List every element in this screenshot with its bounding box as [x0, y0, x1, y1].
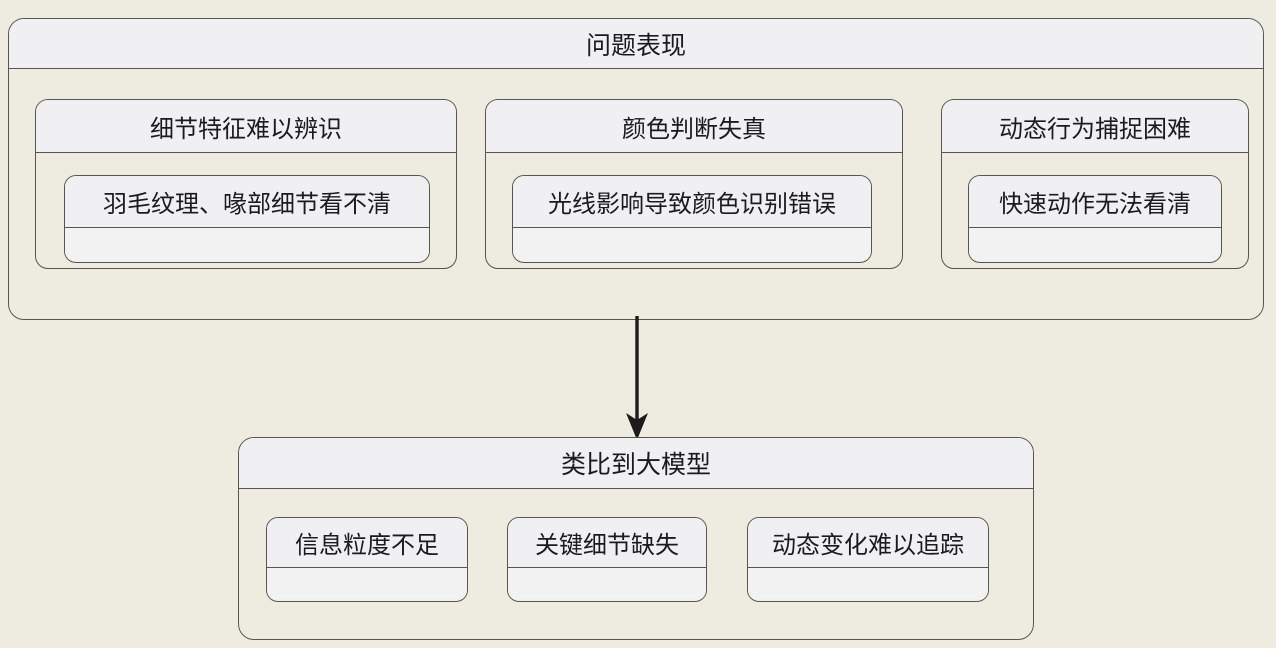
leaf-color-judgement-body: [513, 228, 871, 261]
node-color-judgement[interactable]: 颜色判断失真 光线影响导致颜色识别错误: [485, 99, 903, 269]
leaf-detail-feature[interactable]: 羽毛纹理、喙部细节看不清: [64, 175, 430, 263]
leaf-color-judgement-title: 光线影响导致颜色识别错误: [513, 176, 871, 228]
node-dynamic-behavior-title: 动态行为捕捉困难: [942, 100, 1248, 153]
leaf-dynamic-behavior-body: [969, 228, 1221, 261]
node-detail-feature-body: 羽毛纹理、喙部细节看不清: [36, 153, 456, 266]
leaf-detail-feature-title: 羽毛纹理、喙部细节看不清: [65, 176, 429, 228]
node-dynamic-behavior-body: 快速动作无法看清: [942, 153, 1248, 266]
group-analogy-to-llm-body: 信息粒度不足 关键细节缺失 动态变化难以追踪: [239, 489, 1033, 637]
group-problem-manifestation[interactable]: 问题表现 细节特征难以辨识 羽毛纹理、喙部细节看不清 颜色判断失真 光线影响导致…: [8, 18, 1264, 320]
arrow-down-icon: [626, 316, 648, 440]
group-problem-manifestation-body: 细节特征难以辨识 羽毛纹理、喙部细节看不清 颜色判断失真 光线影响导致颜色识别错…: [9, 69, 1263, 317]
leaf-dynamic-behavior-title: 快速动作无法看清: [969, 176, 1221, 228]
leaf-key-detail-missing-body: [508, 568, 706, 600]
node-detail-feature[interactable]: 细节特征难以辨识 羽毛纹理、喙部细节看不清: [35, 99, 457, 269]
group-analogy-to-llm-title: 类比到大模型: [239, 438, 1033, 489]
leaf-dynamic-change-tracking[interactable]: 动态变化难以追踪: [747, 517, 989, 602]
leaf-color-judgement[interactable]: 光线影响导致颜色识别错误: [512, 175, 872, 263]
leaf-info-granularity-body: [267, 568, 467, 600]
group-analogy-to-llm[interactable]: 类比到大模型 信息粒度不足 关键细节缺失 动态变化难以追踪: [238, 437, 1034, 640]
leaf-key-detail-missing[interactable]: 关键细节缺失: [507, 517, 707, 602]
node-color-judgement-body: 光线影响导致颜色识别错误: [486, 153, 902, 266]
leaf-detail-feature-body: [65, 228, 429, 261]
leaf-key-detail-missing-title: 关键细节缺失: [508, 518, 706, 568]
node-detail-feature-title: 细节特征难以辨识: [36, 100, 456, 153]
group-problem-manifestation-title: 问题表现: [9, 19, 1263, 69]
node-color-judgement-title: 颜色判断失真: [486, 100, 902, 153]
leaf-dynamic-change-tracking-title: 动态变化难以追踪: [748, 518, 988, 568]
node-dynamic-behavior[interactable]: 动态行为捕捉困难 快速动作无法看清: [941, 99, 1249, 269]
leaf-info-granularity[interactable]: 信息粒度不足: [266, 517, 468, 602]
leaf-dynamic-change-tracking-body: [748, 568, 988, 600]
leaf-dynamic-behavior[interactable]: 快速动作无法看清: [968, 175, 1222, 263]
leaf-info-granularity-title: 信息粒度不足: [267, 518, 467, 568]
